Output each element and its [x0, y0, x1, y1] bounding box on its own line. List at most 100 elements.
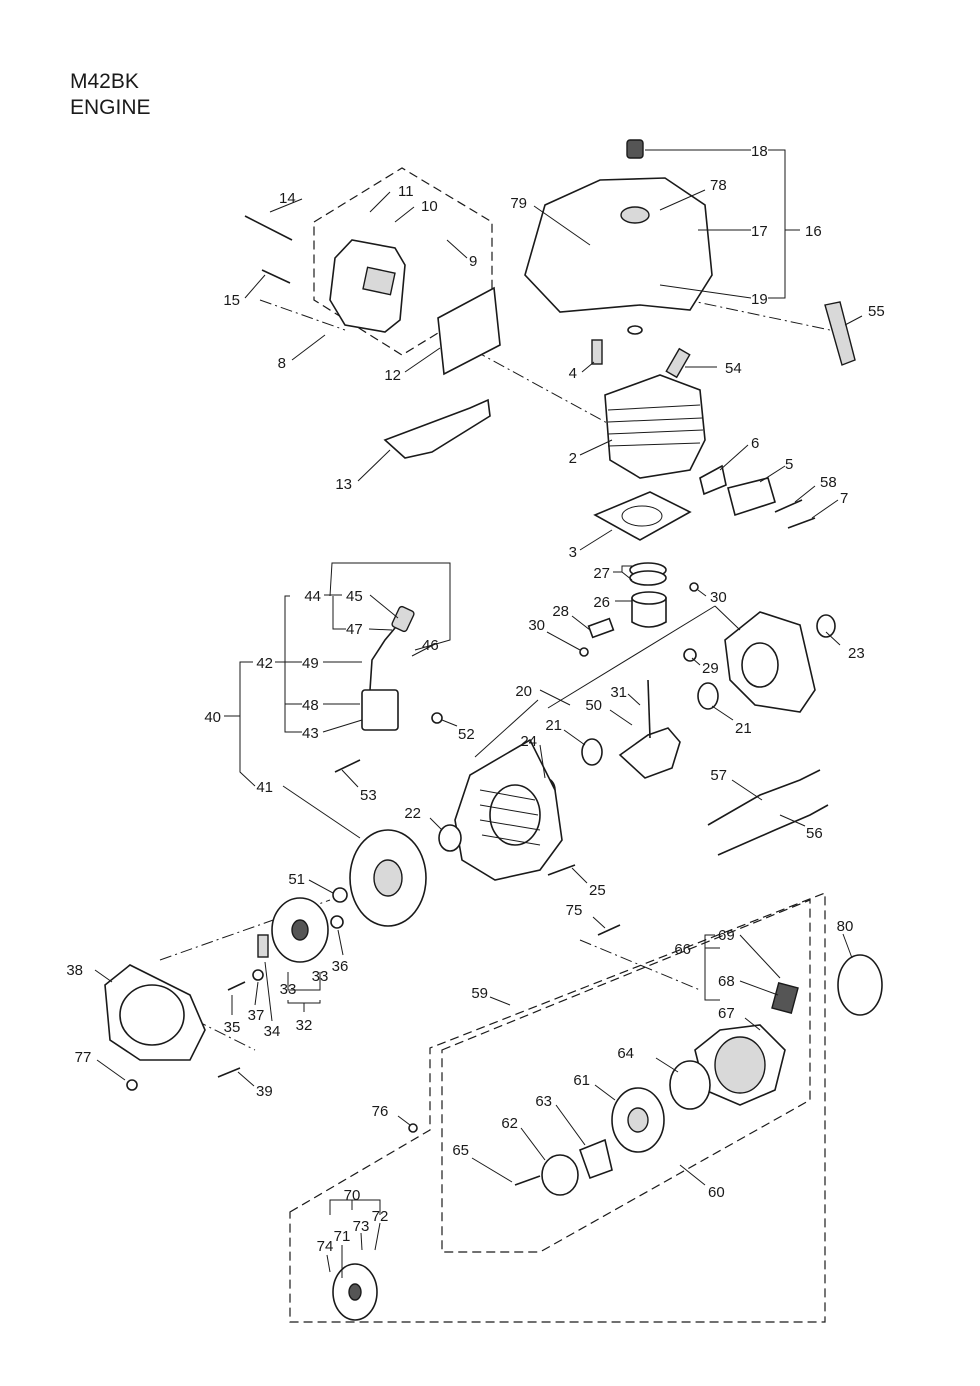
callout-66: 66 [674, 941, 691, 958]
model-title: M42BK [70, 70, 139, 93]
callout-50: 50 [585, 697, 602, 714]
callout-13: 13 [335, 476, 352, 493]
label-80-shape [837, 954, 883, 1016]
callout-21a: 21 [545, 717, 562, 734]
callout-78: 78 [710, 177, 727, 194]
callout-62: 62 [501, 1115, 518, 1132]
screw-4-shape [591, 339, 603, 365]
callout-30a: 30 [528, 617, 545, 634]
gasket-12-shape [437, 286, 501, 376]
callout-74: 74 [317, 1238, 334, 1255]
callout-8: 8 [278, 355, 286, 372]
cylinder-shape [604, 374, 706, 479]
spring-63-shape [578, 1138, 613, 1180]
lead-56-shape [717, 804, 829, 856]
crankshaft-shape [618, 727, 681, 779]
callout-32: 32 [296, 1017, 313, 1034]
centerline [259, 299, 346, 331]
callout-25: 25 [589, 882, 606, 899]
callout-45: 45 [346, 588, 363, 605]
callout-35: 35 [224, 1019, 241, 1036]
callout-55: 55 [868, 303, 885, 320]
insulator-5-shape [727, 477, 776, 517]
bearing-21-shape [697, 682, 719, 710]
spring-34-shape [257, 934, 269, 958]
callout-29: 29 [702, 660, 719, 677]
callout-57: 57 [710, 767, 727, 784]
callout-46: 46 [422, 637, 439, 654]
spark-plug-shape [665, 347, 691, 379]
callout-47: 47 [346, 621, 363, 638]
callout-34: 34 [264, 1023, 281, 1040]
callout-53: 53 [360, 787, 377, 804]
callout-48: 48 [302, 697, 319, 714]
gasket-3-shape [593, 491, 692, 541]
ring-shape [629, 570, 667, 586]
callout-77: 77 [75, 1049, 92, 1066]
callout-65: 65 [452, 1142, 469, 1159]
hv-cord-shape [369, 621, 401, 691]
callout-23: 23 [848, 645, 865, 662]
callout-15: 15 [223, 292, 240, 309]
callout-63: 63 [535, 1093, 552, 1110]
callout-39: 39 [256, 1083, 273, 1100]
callout-37: 37 [248, 1007, 265, 1024]
nut-36-shape [330, 915, 344, 929]
knob-18-shape [626, 139, 644, 159]
callout-54: 54 [725, 360, 742, 377]
callout-4: 4 [569, 365, 577, 382]
centerline [194, 1019, 256, 1051]
piston-pin-shape [587, 617, 615, 639]
bolt-65-shape [514, 1175, 541, 1186]
callout-67: 67 [718, 1005, 735, 1022]
callout-51: 51 [288, 871, 305, 888]
centerline [159, 899, 331, 961]
callout-59: 59 [471, 985, 488, 1002]
callout-68: 68 [718, 973, 735, 990]
callout-19: 19 [751, 291, 768, 308]
callout-labels: 2 3 4 5 6 7 8 9 10 11 12 13 14 15 16 17 … [66, 143, 884, 1255]
callout-41: 41 [256, 779, 273, 796]
callout-22: 22 [404, 805, 421, 822]
washer-37-shape [252, 969, 264, 981]
callout-52: 52 [458, 726, 475, 743]
callout-11: 11 [398, 183, 414, 200]
bearing-21-shape [581, 738, 603, 766]
callout-20: 20 [515, 683, 532, 700]
recoil-starter-boundary [289, 892, 826, 1323]
callout-71: 71 [334, 1228, 351, 1245]
conrod-shape [647, 679, 651, 739]
callout-44: 44 [304, 588, 321, 605]
callout-16: 16 [805, 223, 822, 240]
washer-19-shape [627, 325, 643, 335]
cover-13-shape [383, 398, 491, 459]
callout-18: 18 [751, 143, 768, 160]
callout-9: 9 [469, 253, 477, 270]
callout-76: 76 [372, 1103, 389, 1120]
callout-60: 60 [708, 1184, 725, 1201]
ratchet-62-shape [541, 1154, 579, 1196]
lead-57-shape [707, 769, 821, 826]
spacer-52-shape [431, 712, 443, 724]
callout-70: 70 [344, 1187, 361, 1204]
callout-21b: 21 [735, 720, 752, 737]
callout-5: 5 [785, 456, 793, 473]
callout-31: 31 [610, 684, 627, 701]
nut-76-shape [408, 1123, 418, 1133]
section-title: ENGINE [70, 96, 151, 119]
callout-30b: 30 [710, 589, 727, 606]
callout-75: 75 [566, 902, 583, 919]
spring-64-shape [669, 1060, 711, 1110]
ignition-coil-shape [361, 689, 399, 731]
bolt-15-shape [261, 269, 291, 284]
bolt-7-shape [787, 517, 816, 529]
callout-6: 6 [751, 435, 759, 452]
seal-22-shape [438, 824, 462, 852]
callout-14: 14 [279, 190, 296, 207]
leader-lines [94, 149, 863, 1278]
callout-3: 3 [569, 544, 577, 561]
bolt-53-shape [334, 759, 361, 773]
callout-36: 36 [332, 958, 349, 975]
callout-33b: 33 [312, 968, 329, 985]
